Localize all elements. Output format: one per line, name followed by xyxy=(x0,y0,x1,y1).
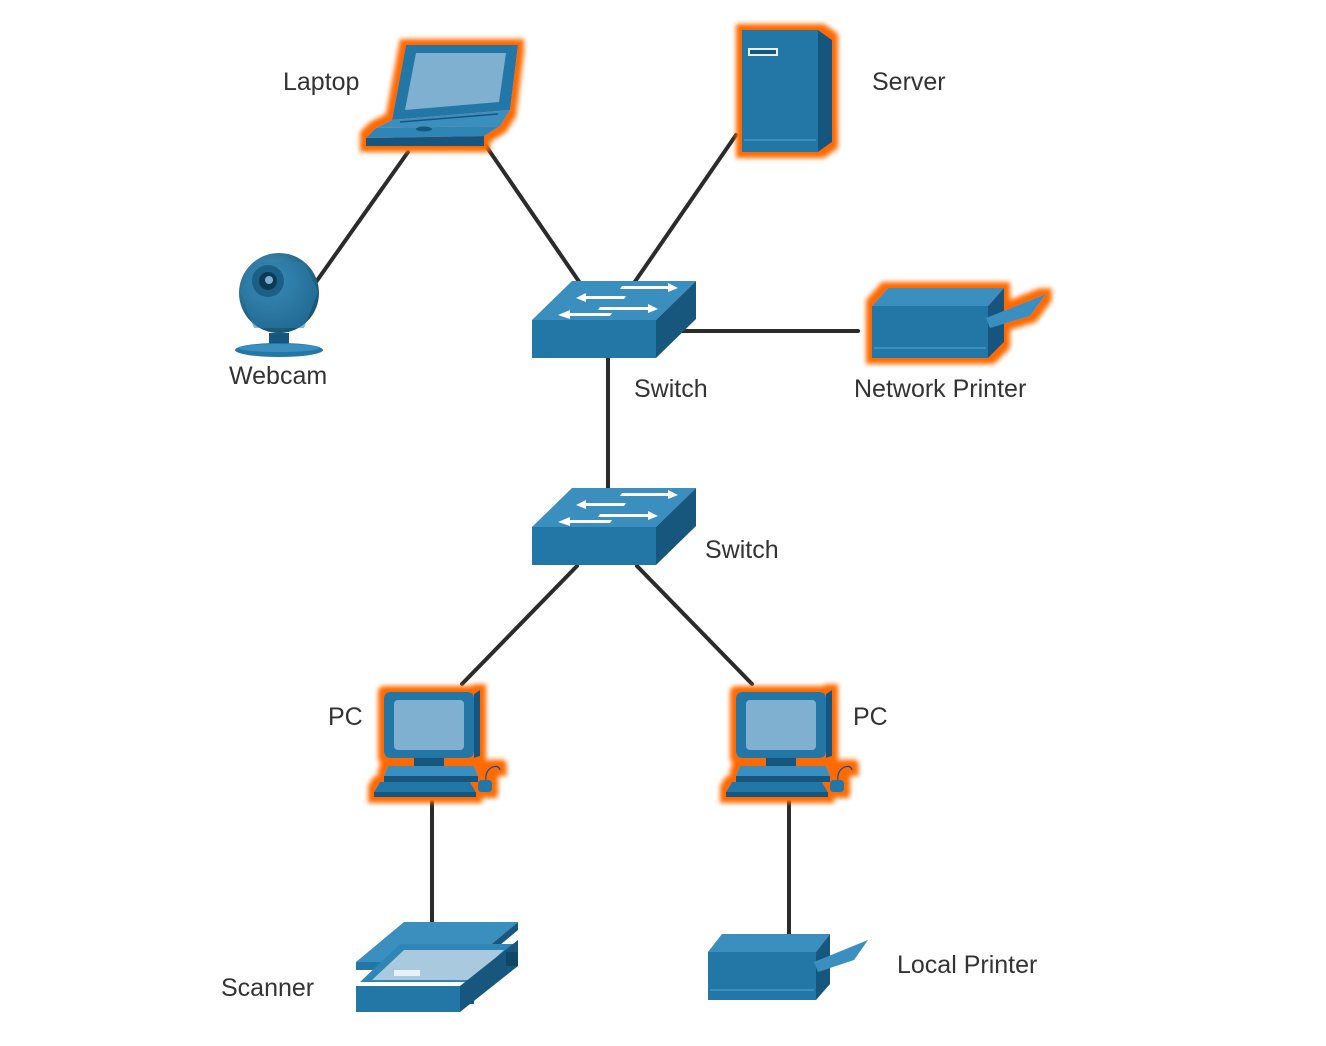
pc-right-icon[interactable] xyxy=(726,690,853,797)
webcam-icon xyxy=(235,253,323,357)
links xyxy=(314,133,860,936)
laptop-label: Laptop xyxy=(283,68,359,96)
link-laptop-switch xyxy=(484,144,582,285)
server-icon[interactable] xyxy=(742,30,832,152)
link-laptop-webcam xyxy=(314,150,410,284)
pc-left-icon[interactable] xyxy=(374,690,501,797)
switch-bottom-icon[interactable] xyxy=(532,488,696,565)
switch-top-icon[interactable] xyxy=(532,281,696,358)
local-printer-label: Local Printer xyxy=(897,951,1037,979)
network-printer-icon[interactable] xyxy=(872,288,1046,358)
server-label: Server xyxy=(872,68,946,96)
network-printer-label: Network Printer xyxy=(854,375,1026,403)
switch-bottom-label: Switch xyxy=(705,536,779,564)
link-switch-pc-right xyxy=(635,564,754,686)
local-printer-icon xyxy=(708,934,868,1000)
switch-top-label: Switch xyxy=(634,375,708,403)
scanner-label: Scanner xyxy=(221,974,314,1002)
scanner-icon xyxy=(356,922,518,1012)
link-switch-pc-left xyxy=(460,564,579,686)
pc-left-label: PC xyxy=(328,703,363,731)
pc-right-label: PC xyxy=(853,703,888,731)
link-server-switch xyxy=(632,133,738,285)
laptop-icon[interactable] xyxy=(366,45,518,146)
webcam-label: Webcam xyxy=(229,362,327,390)
